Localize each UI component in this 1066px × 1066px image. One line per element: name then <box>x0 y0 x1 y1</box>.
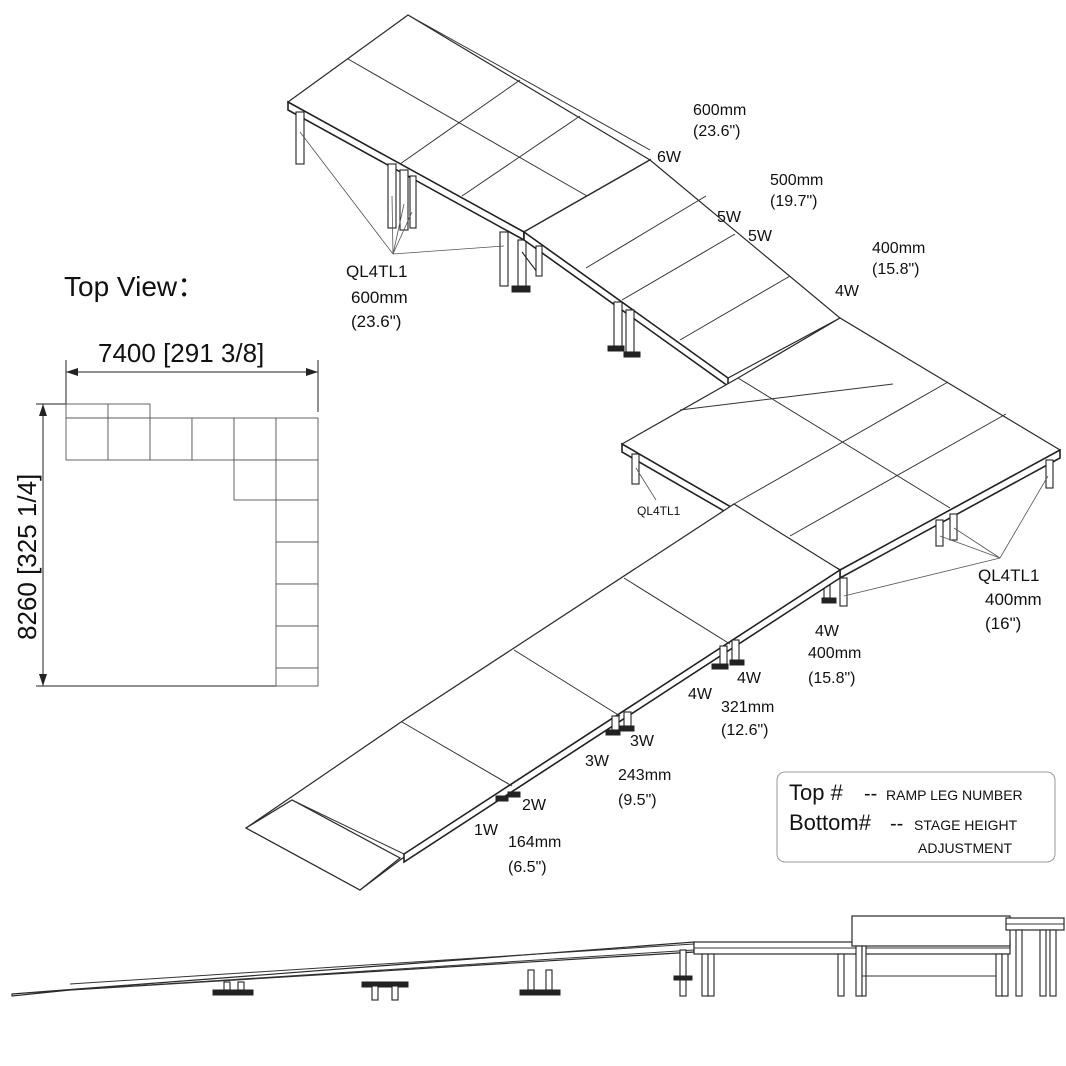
legend-bottom-desc-1: STAGE HEIGHT <box>914 817 1018 833</box>
label-leg-3w-a: 3W <box>630 733 655 750</box>
lower-ramp <box>244 503 842 891</box>
top-view: Top View： 7400 [291 3/8] 8260 [325 1/4] <box>12 271 319 687</box>
label-h500-in: (19.7") <box>770 193 817 210</box>
leader-lines <box>299 131 1049 597</box>
label-leg-4w-b1: 4W <box>737 670 762 687</box>
label-leg-1w: 1W <box>474 822 499 839</box>
label-upper-height-mm: 600mm <box>693 102 746 119</box>
label-h400-in-top: (15.8") <box>872 261 919 278</box>
label-h164-mm: 164mm <box>508 834 561 851</box>
legend-bottom-desc-2: ADJUSTMENT <box>918 840 1013 856</box>
legend-top-sep: -- <box>864 783 877 805</box>
label-leg-3w-b: 3W <box>585 753 610 770</box>
iso-labels: 600mm (23.6") 6W 500mm (19.7") 5W 5W 400… <box>346 102 1042 876</box>
legend-top-key: Top # <box>789 780 844 805</box>
label-ql-upper: QL4TL1 <box>346 262 407 281</box>
label-h164-in: (6.5") <box>508 859 547 876</box>
top-view-title: Top View： <box>64 271 205 302</box>
label-ql-right: QL4TL1 <box>978 566 1039 585</box>
label-h400-mm-r: 400mm <box>808 645 861 662</box>
label-ql-right-mm: 400mm <box>985 590 1042 609</box>
label-ql-mid-small: QL4TL1 <box>637 504 681 518</box>
side-elevation <box>11 915 1065 1001</box>
label-upper-height-in: (23.6") <box>693 123 740 140</box>
label-leg-5w-a: 5W <box>717 209 742 226</box>
label-ql-upper-mm: 600mm <box>351 288 408 307</box>
label-h321-in: (12.6") <box>721 722 768 739</box>
label-leg-2w: 2W <box>522 797 547 814</box>
legend-bottom-sep: -- <box>890 813 903 835</box>
label-h243-mm: 243mm <box>618 767 671 784</box>
upper-ramp <box>521 159 842 388</box>
label-h400-in-r: (15.8") <box>808 670 855 687</box>
label-h243-in: (9.5") <box>618 792 657 809</box>
label-leg-6w: 6W <box>657 149 682 166</box>
label-h321-mm: 321mm <box>721 699 774 716</box>
label-leg-4w-b2: 4W <box>688 686 713 703</box>
label-leg-5w-b: 5W <box>748 228 773 245</box>
label-h400-mm-top: 400mm <box>872 240 925 257</box>
legend-top-desc: RAMP LEG NUMBER <box>886 787 1023 803</box>
legend-bottom-key: Bottom# <box>789 810 872 835</box>
label-h500-mm: 500mm <box>770 172 823 189</box>
legend: Top # -- RAMP LEG NUMBER Bottom# -- STAG… <box>776 771 1056 863</box>
top-view-width-dim: 7400 [291 3/8] <box>98 338 264 368</box>
label-leg-4w-r: 4W <box>815 623 840 640</box>
label-leg-4w-top: 4W <box>835 283 860 300</box>
label-ql-right-in: (16") <box>985 614 1021 633</box>
legend-box <box>776 771 1056 863</box>
label-ql-upper-in: (23.6") <box>351 312 401 331</box>
top-view-height-dim: 8260 [325 1/4] <box>12 474 42 640</box>
